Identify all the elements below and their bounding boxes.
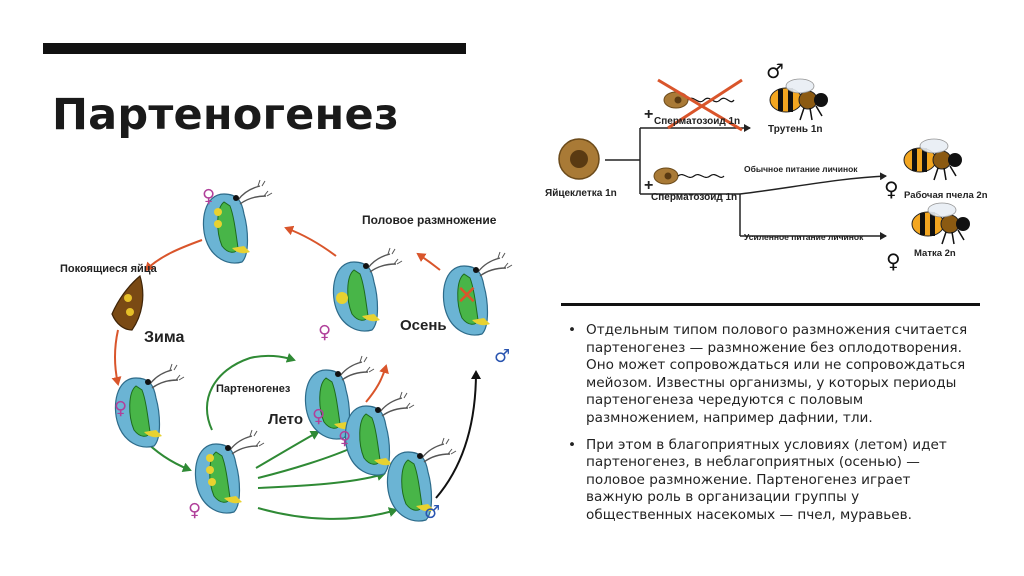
daphnia-female-summer xyxy=(194,429,265,514)
plus-sign: + xyxy=(644,106,653,123)
female-symbol: ♀ xyxy=(202,186,215,207)
resting-eggs-label: Покоящиеся яйца xyxy=(60,263,158,275)
crossed-out-mark xyxy=(657,78,743,132)
sperm-tail xyxy=(677,173,725,179)
sperm-label-1: Сперматозоид 1n xyxy=(654,116,740,127)
bullet-text: Отдельным типом полового размножения счи… xyxy=(586,322,968,426)
resting-egg xyxy=(126,308,134,316)
female-symbol: ♀ xyxy=(318,322,331,343)
winter-label: Зима xyxy=(144,329,184,346)
egg-dot xyxy=(336,292,348,304)
worker-label: Рабочая пчела 2n xyxy=(904,190,988,201)
egg-dot xyxy=(214,220,222,228)
sperm-image xyxy=(653,167,679,185)
bee-branch-lines xyxy=(605,124,887,240)
bullet-item: • Отдельным типом полового размножения сч… xyxy=(568,322,968,428)
female-symbol: ♀ xyxy=(886,249,901,273)
autumn-label: Осень xyxy=(400,317,447,334)
egg-cell-image xyxy=(558,138,600,180)
bullet-list: • Отдельным типом полового размножения сч… xyxy=(568,322,968,534)
normal-feeding-label: Обычное питание личинок xyxy=(744,164,858,174)
page-title: Партеногенез xyxy=(52,90,400,140)
egg-dot xyxy=(206,466,214,474)
male-symbol: ♂ xyxy=(766,59,784,83)
egg-dot xyxy=(214,208,222,216)
bullet-dot: • xyxy=(568,436,577,453)
autumn-arrows xyxy=(365,364,481,499)
queen-bee-image xyxy=(911,202,971,245)
female-symbol: ♀ xyxy=(188,500,201,521)
daphnia-female-autumn xyxy=(332,247,403,332)
daphnia-male-summer xyxy=(386,437,457,522)
parthenogenesis-label: Партеногенез xyxy=(216,383,291,395)
male-symbol: ♂ xyxy=(424,502,440,523)
bullet-dot: • xyxy=(568,322,577,338)
drone-bee-image xyxy=(769,78,829,121)
egg-dot xyxy=(208,478,216,486)
female-symbol: ♀ xyxy=(114,398,127,419)
queen-label: Матка 2n xyxy=(914,248,956,259)
enhanced-feeding-label: Усиленное питание личинок xyxy=(744,232,864,242)
top-decorative-bar xyxy=(43,43,466,54)
resting-eggs-ephippium xyxy=(111,274,144,331)
section-divider xyxy=(561,303,980,306)
worker-bee-image xyxy=(903,138,963,181)
cross-mark: ✕ xyxy=(456,281,478,311)
sexual-cycle-arrows xyxy=(111,225,441,386)
female-symbol: ♀ xyxy=(338,428,351,449)
sexual-reproduction-label: Половое размножение xyxy=(362,213,497,227)
resting-egg xyxy=(124,294,132,302)
drone-label: Трутень 1n xyxy=(768,124,822,135)
male-symbol: ♂ xyxy=(494,346,510,367)
bullet-item: • При этом в благоприятных условиях (лето… xyxy=(568,437,968,525)
egg-dot xyxy=(206,454,214,462)
bullet-text: При этом в благоприятных условиях (летом… xyxy=(586,436,947,523)
sperm-label-2: Сперматозоид 1n xyxy=(651,192,737,203)
plus-sign: + xyxy=(644,177,653,194)
egg-cell-label: Яйцеклетка 1n xyxy=(545,188,617,199)
female-symbol: ♀ xyxy=(884,177,899,201)
female-symbol: ♀ xyxy=(312,406,325,427)
summer-label: Лето xyxy=(268,411,303,428)
